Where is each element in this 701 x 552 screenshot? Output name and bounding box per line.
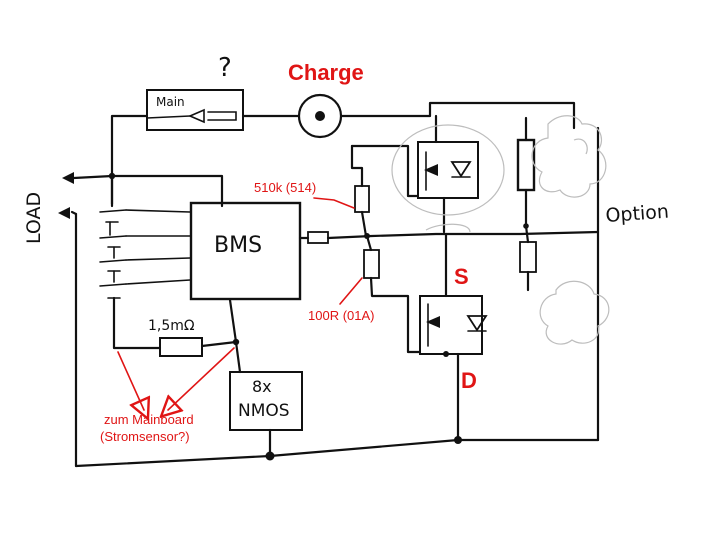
upper-mosfet-frame xyxy=(350,144,420,198)
r510k-label: 510k (514) xyxy=(254,180,316,195)
junction-bottom-right xyxy=(454,436,462,444)
r100-to-mosfet-gate xyxy=(369,276,422,354)
upper-mosfet-highlight xyxy=(391,124,505,216)
top-wire-left xyxy=(110,114,149,206)
battery-stack xyxy=(99,174,191,350)
upper-mosfet xyxy=(417,141,479,199)
bottom-rail xyxy=(74,438,600,468)
junction-bottom-nmos xyxy=(265,451,275,461)
r510k-pointer xyxy=(313,197,355,209)
bms-label: BMS xyxy=(214,233,262,258)
shunt-label: 1,5mΩ xyxy=(148,318,195,334)
mainboard-arrow-right xyxy=(168,347,235,410)
nmos-box xyxy=(229,371,303,431)
option-label: Option xyxy=(605,201,670,227)
r100-label: 100R (01A) xyxy=(308,308,374,323)
load-arrow-bottom xyxy=(58,207,70,219)
bms-box xyxy=(189,201,302,301)
main-component-box xyxy=(146,89,244,131)
lower-mosfet-arrow xyxy=(426,316,440,328)
main-component-label: Main xyxy=(156,95,185,109)
upper-diode xyxy=(450,161,472,178)
lower-mosfet xyxy=(419,295,483,355)
option-section xyxy=(516,115,610,345)
main-component-diode xyxy=(187,108,237,124)
junction-drain xyxy=(443,351,449,357)
shunt-resistor xyxy=(159,337,203,357)
charge-connector-inner xyxy=(315,111,325,121)
bms-output-resistor xyxy=(307,231,329,244)
mainboard-label-line1: zum Mainboard xyxy=(104,412,194,427)
nmos-count-label: 8x xyxy=(252,377,272,396)
load-wire-bottom xyxy=(70,210,78,216)
top-wire-charge-right xyxy=(340,101,576,130)
nmos-label: NMOS xyxy=(238,401,290,421)
mainboard-arrow-left xyxy=(117,351,144,410)
r510k-branch xyxy=(350,144,364,188)
drain-label: D xyxy=(461,368,477,393)
r100-resistor xyxy=(363,249,380,279)
r510k-resistor xyxy=(354,185,370,213)
r100-pointer xyxy=(339,277,363,305)
load-arrow-top xyxy=(62,172,74,184)
upper-mosfet-arrow xyxy=(424,164,438,176)
mainboard-label-line2: (Stromsensor?) xyxy=(100,429,190,444)
source-label: S xyxy=(454,264,469,289)
charge-connector-outer xyxy=(297,93,343,139)
charge-label: Charge xyxy=(288,60,364,85)
load-label: LOAD xyxy=(23,192,45,244)
lower-diode xyxy=(466,315,488,332)
question-mark: ? xyxy=(218,53,232,83)
bms-gate-wire xyxy=(326,230,600,240)
load-wire-top xyxy=(72,174,224,208)
